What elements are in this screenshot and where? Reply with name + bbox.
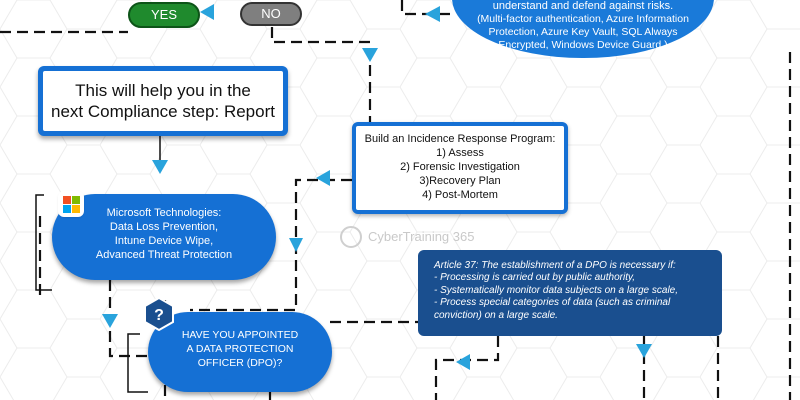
article-line: - Systematically monitor data subjects o… xyxy=(434,284,678,296)
article-line: - Processing is carried out by public au… xyxy=(434,272,636,284)
question-hexagon-icon: ? xyxy=(144,297,174,331)
logo-square-yellow xyxy=(72,205,80,213)
no-button[interactable]: NO xyxy=(240,2,302,26)
incidence-step: 3)Recovery Plan xyxy=(419,175,501,187)
connector-dpo-loop xyxy=(127,333,148,393)
watermark: CyberTraining 365 xyxy=(340,226,480,250)
question-mark: ? xyxy=(154,307,164,324)
incidence-response-panel: Build an Incidence Response Program: 1) … xyxy=(356,126,564,210)
microsoft-technologies-node: Microsoft Technologies: Data Loss Preven… xyxy=(52,194,276,280)
dpo-line: HAVE YOU APPOINTED xyxy=(181,329,299,341)
article-line: - Process special categories of data (su… xyxy=(434,297,671,309)
arrow-down-to-dpo xyxy=(102,314,118,328)
arrow-down-to-ms xyxy=(152,160,168,174)
lock-icon xyxy=(340,226,362,248)
incidence-response-node: Build an Incidence Response Program: 1) … xyxy=(352,122,568,214)
solid-connectors xyxy=(35,136,161,393)
ms-line: Intune Device Wipe, xyxy=(114,235,214,247)
arrow-left-into-risk xyxy=(425,6,440,22)
arrowheads xyxy=(102,4,652,370)
incidence-title: Build an Incidence Response Program: xyxy=(364,133,556,145)
risk-defense-node: understand and defend against risks. (Mu… xyxy=(452,0,714,58)
compliance-step-panel: This will help you in the next Complianc… xyxy=(43,71,283,131)
logo-square-red xyxy=(63,196,71,204)
compliance-step-node: This will help you in the next Complianc… xyxy=(38,66,288,136)
risk-line: understand and defend against risks. xyxy=(492,0,674,12)
arrow-left-to-incidence-side xyxy=(316,170,330,186)
risk-line: Encrypted, Windows Device Guard,) xyxy=(498,39,668,51)
dpo-question-node: HAVE YOU APPOINTED A DATA PROTECTION OFF… xyxy=(148,312,332,392)
connector-top-to-risk xyxy=(400,0,452,16)
microsoft-logo-icon xyxy=(60,193,82,215)
incidence-step: 4) Post-Mortem xyxy=(422,189,498,201)
watermark-text: CyberTraining 365 xyxy=(368,229,475,244)
compliance-line: next Compliance step: Report xyxy=(51,102,275,121)
arrow-left-bottom xyxy=(456,354,470,370)
risk-line: Protection, Azure Key Vault, SQL Always xyxy=(488,26,678,38)
risk-line: (Multi-factor authentication, Azure Info… xyxy=(477,13,689,25)
dpo-line: A DATA PROTECTION xyxy=(186,343,294,355)
logo-square-green xyxy=(72,196,80,204)
logo-square-blue xyxy=(63,205,71,213)
article-line: conviction) on a large scale. xyxy=(434,309,558,321)
arrow-left-into-yes xyxy=(200,4,214,20)
arrow-down-article-right xyxy=(636,344,652,358)
ms-line: Advanced Threat Protection xyxy=(95,249,233,261)
connector-ms-loop xyxy=(35,194,52,291)
ms-line: Microsoft Technologies: xyxy=(106,207,222,219)
compliance-line: This will help you in the xyxy=(75,81,251,100)
connector-ms-to-dpo xyxy=(108,280,148,358)
ms-line: Data Loss Prevention, xyxy=(109,221,219,233)
yes-button[interactable]: YES xyxy=(128,2,200,28)
article-line: Article 37: The establishment of a DPO i… xyxy=(434,260,676,271)
article-37-node: Article 37: The establishment of a DPO i… xyxy=(418,250,722,336)
arrow-down-to-incidence xyxy=(362,48,378,62)
connector-no-to-incidence xyxy=(270,27,372,122)
incidence-step: 1) Assess xyxy=(436,147,484,159)
incidence-step: 2) Forensic Investigation xyxy=(400,161,520,173)
arrow-down-right-connector xyxy=(289,238,303,252)
dpo-line: OFFICER (DPO)? xyxy=(197,357,283,369)
